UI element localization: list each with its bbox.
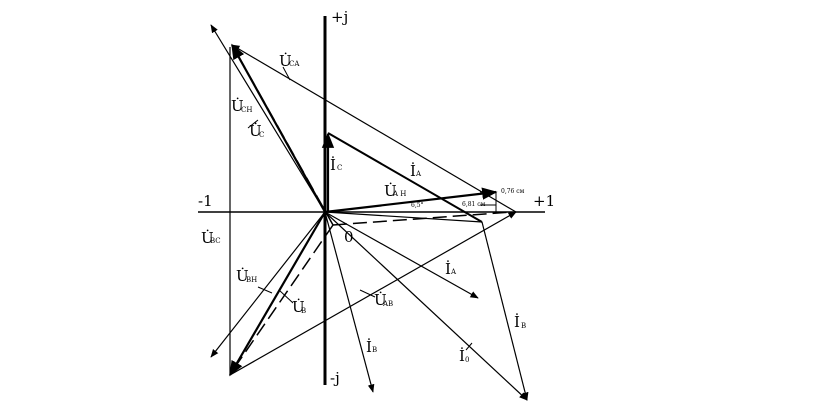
origin-label: 0 bbox=[344, 228, 354, 246]
label-u-bn: U̇BH bbox=[236, 267, 257, 285]
u-bn-vector bbox=[229, 211, 326, 377]
svg-text:A H: A H bbox=[392, 190, 406, 198]
svg-text:U̇: U̇ bbox=[231, 97, 244, 115]
dim-angle: 6,5° bbox=[411, 202, 424, 209]
svg-text:İ: İ bbox=[366, 338, 372, 356]
label-u-ca: U̇CA bbox=[279, 52, 300, 70]
svg-text:B: B bbox=[372, 346, 377, 354]
u-ca-leader bbox=[282, 66, 291, 81]
svg-text:U̇: U̇ bbox=[236, 267, 249, 285]
svg-text:U̇: U̇ bbox=[201, 229, 214, 247]
i-0-leader bbox=[465, 342, 473, 351]
label-u-cn: U̇CH bbox=[231, 97, 252, 115]
svg-text:U̇: U̇ bbox=[279, 52, 292, 70]
i-c-to-a bbox=[327, 132, 483, 223]
pos-j-label: +j bbox=[331, 8, 348, 26]
neg-one-label: -1 bbox=[198, 192, 213, 210]
svg-text:İ: İ bbox=[330, 156, 336, 174]
label-u-an: U̇A H bbox=[384, 182, 406, 200]
svg-text:C: C bbox=[259, 131, 264, 139]
svg-text:C: C bbox=[337, 164, 342, 172]
u-b-leader bbox=[278, 289, 294, 304]
svg-text:BH: BH bbox=[246, 276, 257, 284]
svg-text:CH: CH bbox=[241, 106, 252, 114]
label-u-c: U̇C bbox=[249, 122, 264, 140]
svg-text:U̇: U̇ bbox=[249, 122, 262, 140]
svg-text:İ: İ bbox=[459, 347, 465, 365]
u-ca-vector bbox=[231, 44, 517, 213]
i-a-vector bbox=[324, 211, 479, 299]
u-ab-vector bbox=[229, 211, 517, 376]
svg-text:U̇: U̇ bbox=[374, 291, 387, 309]
svg-text:İ: İ bbox=[514, 313, 520, 331]
svg-text:İ: İ bbox=[445, 260, 451, 278]
label-u-ab: U̇AB bbox=[374, 291, 393, 309]
svg-text:U̇: U̇ bbox=[384, 182, 397, 200]
u-b-long bbox=[210, 211, 326, 358]
u-an-vector bbox=[324, 187, 498, 214]
svg-text:AB: AB bbox=[382, 300, 393, 308]
u-ab-leader bbox=[359, 289, 376, 298]
svg-text:CA: CA bbox=[289, 60, 300, 68]
label-u-bc: U̇BC bbox=[201, 229, 221, 247]
svg-text:B: B bbox=[301, 307, 306, 315]
svg-text:A: A bbox=[415, 170, 422, 178]
i-a-vector-top bbox=[324, 211, 483, 223]
label-u-b: U̇B bbox=[292, 298, 306, 316]
i-c-leader bbox=[247, 119, 259, 129]
u-c-long bbox=[210, 24, 326, 213]
u-bn-leader bbox=[257, 286, 273, 294]
svg-text:U̇: U̇ bbox=[292, 298, 305, 316]
svg-text:BC: BC bbox=[210, 237, 221, 245]
neg-j-label: -j bbox=[330, 369, 340, 387]
svg-text:İ: İ bbox=[410, 162, 416, 180]
svg-text:B: B bbox=[521, 322, 526, 330]
dim-076: 0,76 см bbox=[501, 188, 525, 195]
dim-681: 6,81 см bbox=[462, 201, 486, 208]
u-b-dashed bbox=[232, 224, 334, 371]
svg-text:A: A bbox=[450, 268, 457, 276]
u-c-dashed bbox=[234, 49, 334, 226]
i-b-from-a bbox=[481, 221, 529, 401]
pos-one-label: +1 bbox=[533, 192, 555, 210]
i-b-vector bbox=[324, 211, 375, 393]
svg-text:0: 0 bbox=[465, 356, 469, 364]
i-0-vector bbox=[324, 211, 528, 401]
